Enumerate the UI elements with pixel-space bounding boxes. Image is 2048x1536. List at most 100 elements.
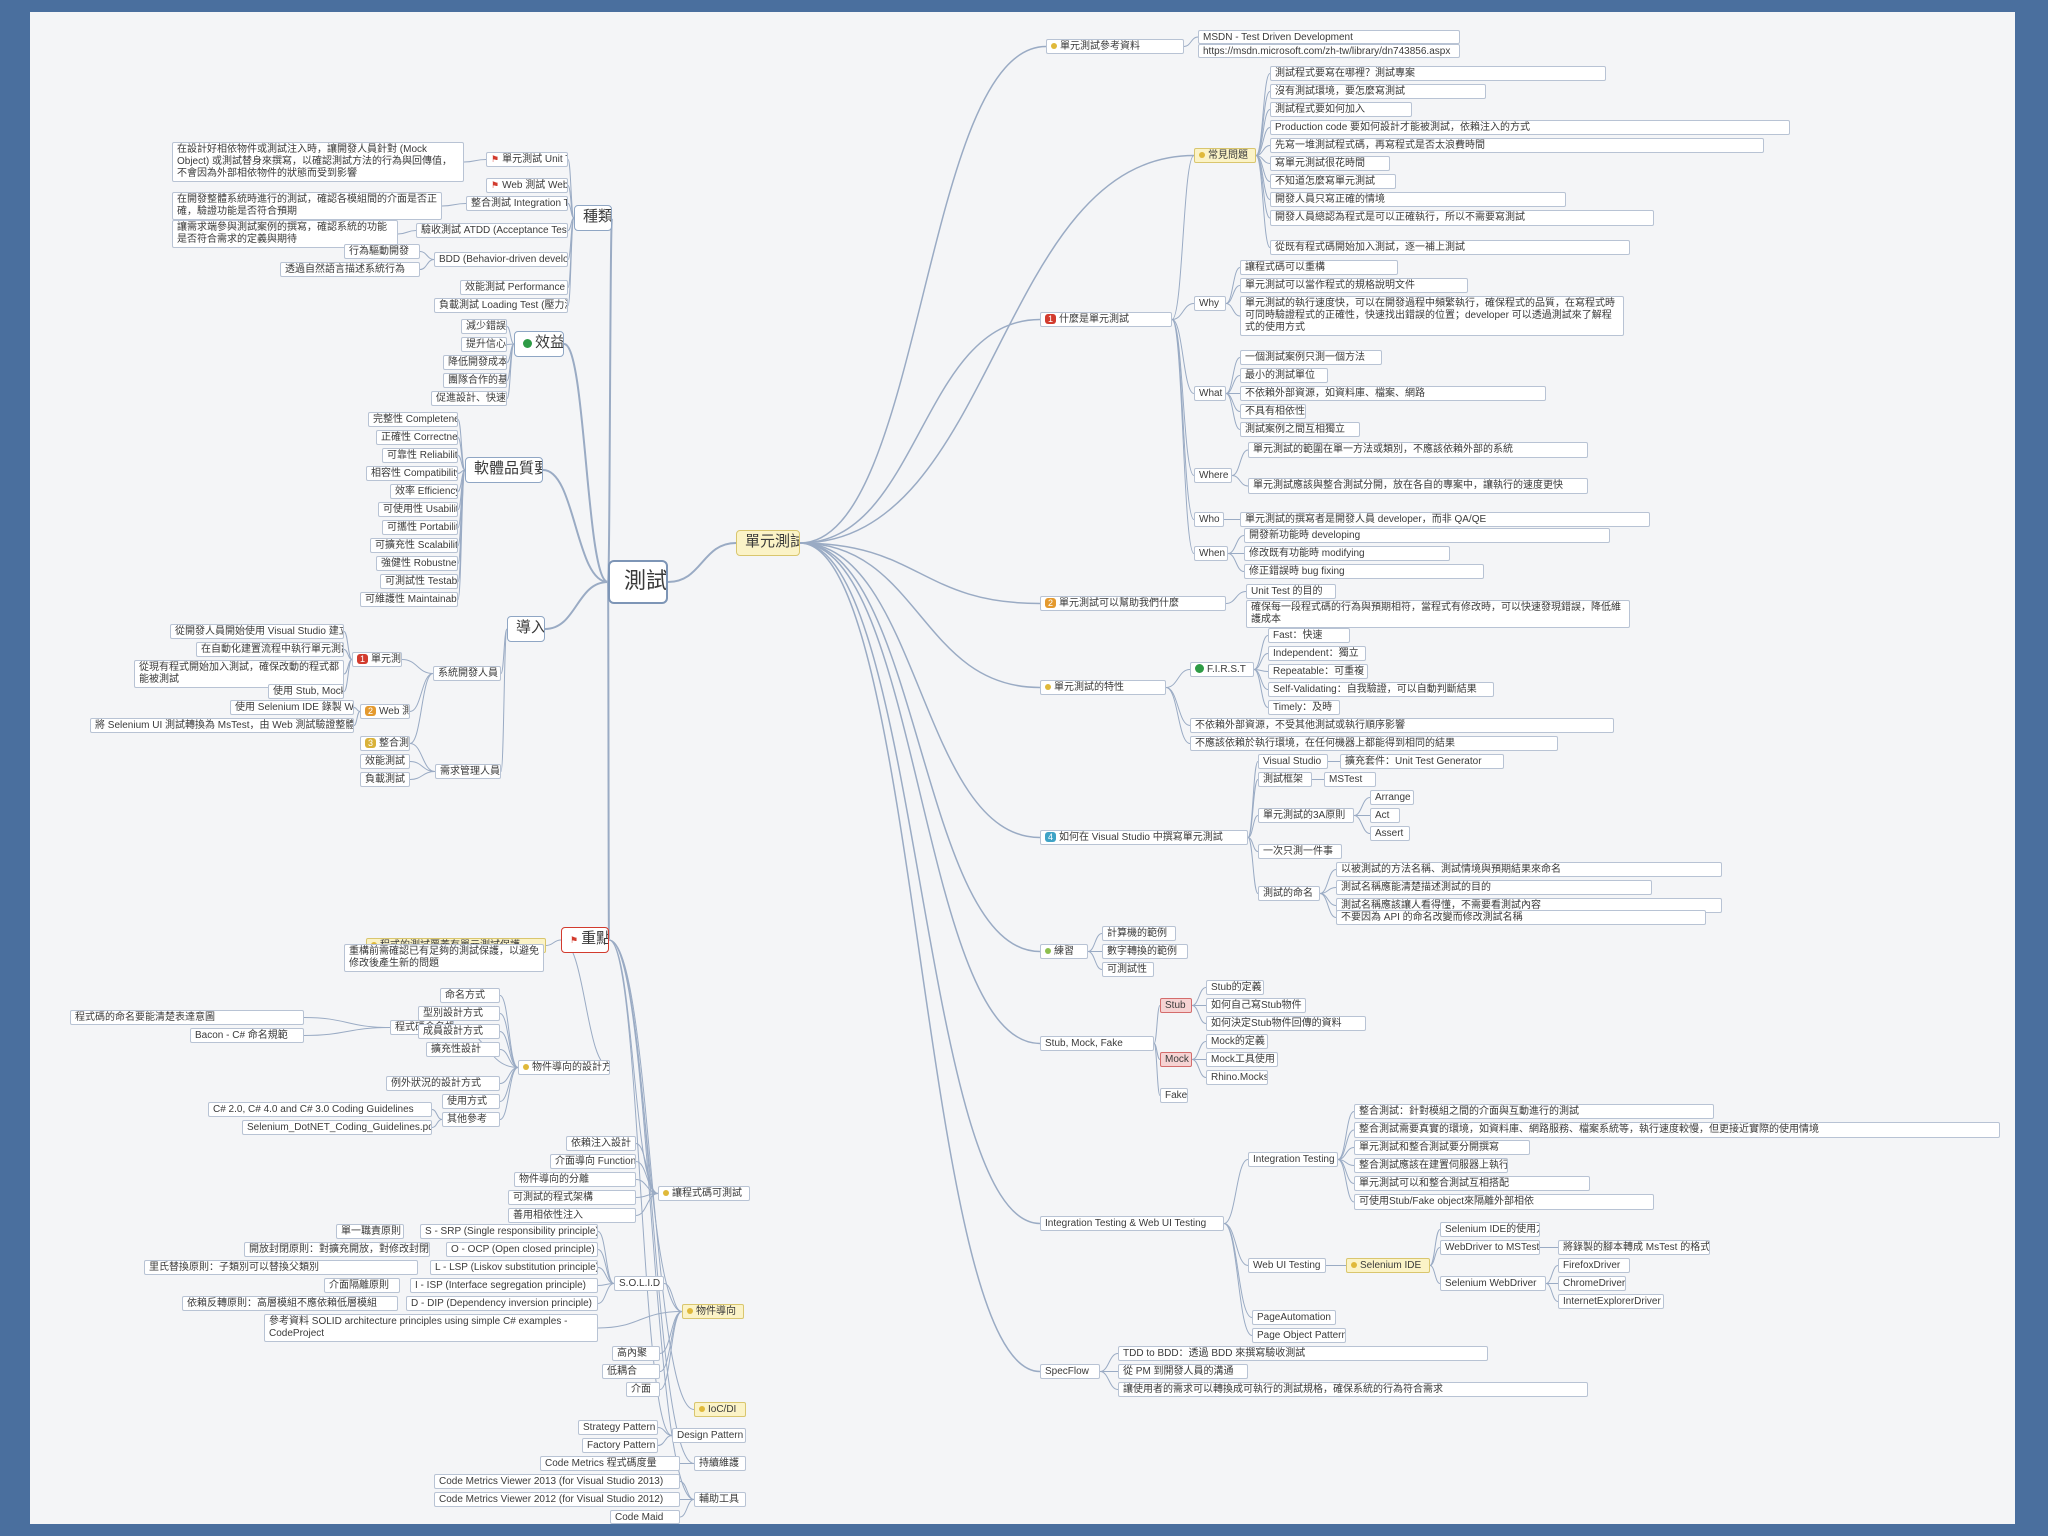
faq-item[interactable]: 從既有程式碼開始加入測試，逐一補上測試 [1270,240,1630,255]
key-oo[interactable]: 物件導向 [682,1304,744,1319]
key-ioc[interactable]: IoC/DI [694,1402,746,1417]
guideline-link[interactable]: C# 2.0, C# 4.0 and C# 3.0 Coding Guideli… [208,1102,432,1117]
aaa-item[interactable]: Assert [1370,826,1410,841]
benefit-item[interactable]: 團隊合作的基礎 [443,373,507,388]
what-item[interactable]: 測試案例之間互相獨立 [1240,422,1360,437]
who-node[interactable]: Who [1194,512,1224,527]
testable-item[interactable]: 善用相依性注入 [508,1208,636,1223]
quality-item[interactable]: 正確性 Correctness [376,430,458,445]
key-design[interactable]: 物件導向的設計方式 [518,1060,610,1075]
root-node-testing[interactable]: 測試 [608,560,668,604]
where-node[interactable]: Where [1194,468,1232,483]
vs-naming[interactable]: 測試的命名 [1258,886,1320,901]
what-item[interactable]: 不依賴外部資源，如資料庫、檔案、網路 [1240,386,1546,401]
why-node[interactable]: Why [1194,296,1226,311]
type-integration-test[interactable]: 整合測試 Integration Test [466,196,568,211]
solid-item[interactable]: I - ISP (Interface segregation principle… [410,1278,598,1293]
faq-node[interactable]: 常見問題 [1194,148,1256,163]
quality-item[interactable]: 可擴充性 Scalability [370,538,458,553]
practice-item[interactable]: 數字轉換的範例 [1102,944,1188,959]
type-bdd[interactable]: BDD (Behavior-driven development) [434,252,568,267]
first-item[interactable]: Fast：快速 [1268,628,1350,643]
pattern-item[interactable]: Strategy Pattern [578,1420,658,1435]
driver-item[interactable]: InternetExplorerDriver [1558,1294,1664,1309]
specflow-item[interactable]: TDD to BDD：透過 BDD 來撰寫驗收測試 [1118,1346,1488,1361]
integ-item[interactable]: 整合測試應該在建置伺服器上執行 [1354,1158,1508,1173]
solid-item[interactable]: D - DIP (Dependency inversion principle) [406,1296,598,1311]
faq-item[interactable]: 開發人員只寫正確的情境 [1270,192,1566,207]
type-unit-test[interactable]: ⚑單元測試 Unit Test [486,152,568,167]
oo-item[interactable]: 低耦合 [602,1364,660,1379]
faq-item[interactable]: 不知道怎麼寫單元測試 [1270,174,1396,189]
guideline-link[interactable]: Selenium_DotNET_Coding_Guidelines.pdf [242,1120,432,1135]
vs-aaa[interactable]: 單元測試的3A原則 [1258,808,1354,823]
quality-item[interactable]: 效率 Efficiency [390,484,458,499]
adoption-integration[interactable]: 3整合測試 [360,736,410,751]
branch-types[interactable]: 種類 [574,205,612,231]
specflow-node[interactable]: SpecFlow [1040,1364,1100,1379]
benefit-item[interactable]: 減少錯誤 [461,319,507,334]
vs-framework[interactable]: 測試框架 [1258,772,1312,787]
key-solid[interactable]: S.O.L.I.D [614,1276,664,1291]
right-refs[interactable]: 單元測試參考資料 [1046,39,1184,54]
aaa-item[interactable]: Arrange [1370,790,1414,805]
key-maint[interactable]: 持續維護 [694,1456,746,1471]
when-item[interactable]: 開發新功能時 developing [1244,528,1610,543]
mock-item[interactable]: Rhino.Mocks [1206,1070,1268,1085]
design-item[interactable]: 例外狀況的設計方式 [386,1076,500,1091]
quality-item[interactable]: 可維護性 Maintainability [360,592,458,607]
faq-item[interactable]: 沒有測試環境，要怎麼寫測試 [1270,84,1486,99]
integ-item[interactable]: 單元測試可以和整合測試互相搭配 [1354,1176,1590,1191]
type-performance-test[interactable]: 效能測試 Performance Test [460,280,568,295]
aaa-item[interactable]: Act [1370,808,1400,823]
quality-item[interactable]: 相容性 Compatibility [366,466,458,481]
vs-mstest[interactable]: MSTest [1324,772,1376,787]
adoption-dev-group[interactable]: 系統開發人員 [433,666,501,681]
quality-item[interactable]: 強健性 Robustness [376,556,458,571]
stub-item[interactable]: Stub的定義 [1206,980,1264,995]
testable-item[interactable]: 介面導向 Function [550,1154,636,1169]
branch-unit-test[interactable]: 單元測試 [736,530,800,556]
ide-item[interactable]: Selenium IDE的使用方式 [1440,1222,1540,1237]
faq-item[interactable]: 先寫一堆測試程式碼，再寫程式是否太浪費時間 [1270,138,1764,153]
key-testable[interactable]: 讓程式碼可測試 [658,1186,750,1201]
msdn-url[interactable]: https://msdn.microsoft.com/zh-tw/library… [1198,44,1460,58]
vs-studio[interactable]: Visual Studio [1258,754,1328,769]
first-item[interactable]: Self-Validating：自我驗證，可以自動判斷結果 [1268,682,1494,697]
adoption-perf[interactable]: 效能測試 [360,754,410,769]
first-item[interactable]: Repeatable：可重複 [1268,664,1368,679]
where-item[interactable]: 單元測試應該與整合測試分開，放在各自的專案中，讓執行的速度更快 [1248,478,1588,494]
first-item[interactable]: Timely：及時 [1268,700,1340,715]
why-item[interactable]: 單元測試可以當作程式的規格說明文件 [1240,278,1468,293]
testable-item[interactable]: 依賴注入設計 [566,1136,636,1151]
what-item[interactable]: 一個測試案例只測一個方法 [1240,350,1382,365]
msdn-link[interactable]: MSDN - Test Driven Development [1198,30,1460,44]
specflow-item[interactable]: 讓使用者的需求可以轉換成可執行的測試規格，確保系統的行為符合需求 [1118,1382,1588,1397]
testable-item[interactable]: 物件導向的分離 [514,1172,636,1187]
practice-item[interactable]: 可測試性 [1102,962,1154,977]
ide-item[interactable]: Selenium WebDriver [1440,1276,1546,1291]
branch-key-points[interactable]: ⚑重點 [561,927,609,953]
vs-naming-item[interactable]: 以被測試的方法名稱、測試情境與預期結果來命名 [1336,862,1722,877]
branch-quality[interactable]: 軟體品質要求 [465,457,543,483]
oo-item[interactable]: 高內聚 [612,1346,660,1361]
iwu-node[interactable]: Integration Testing & Web UI Testing [1040,1216,1224,1231]
driver-item[interactable]: FirefoxDriver [1558,1258,1630,1273]
vs-naming-item[interactable]: 測試名稱應能清楚描述測試的目的 [1336,880,1652,895]
what-item[interactable]: 最小的測試單位 [1240,368,1328,383]
faq-item[interactable]: 測試程式要寫在哪裡？測試專案 [1270,66,1606,81]
design-item[interactable]: 命名方式 [440,988,500,1003]
tool-item[interactable]: Code Metrics Viewer 2012 (for Visual Stu… [434,1492,680,1507]
adoption-unit[interactable]: 1單元測試 [352,652,402,667]
solid-item[interactable]: O - OCP (Open closed principle) [446,1242,598,1257]
what-node[interactable]: What [1194,386,1226,401]
vs-one-thing[interactable]: 一次只測一件事 [1258,844,1342,859]
design-item[interactable]: 型別設計方式 [418,1006,500,1021]
integ-item[interactable]: 整合測試需要真實的環境，如資料庫、網路服務、檔案系統等，執行速度較慢，但更接近實… [1354,1122,2000,1138]
features-node[interactable]: 單元測試的特性 [1040,680,1166,695]
practice-item[interactable]: 計算機的範例 [1102,926,1176,941]
faq-item[interactable]: Production code 要如何設計才能被測試，依賴注入的方式 [1270,120,1790,135]
adoption-req-group[interactable]: 需求管理人員 [435,764,501,779]
